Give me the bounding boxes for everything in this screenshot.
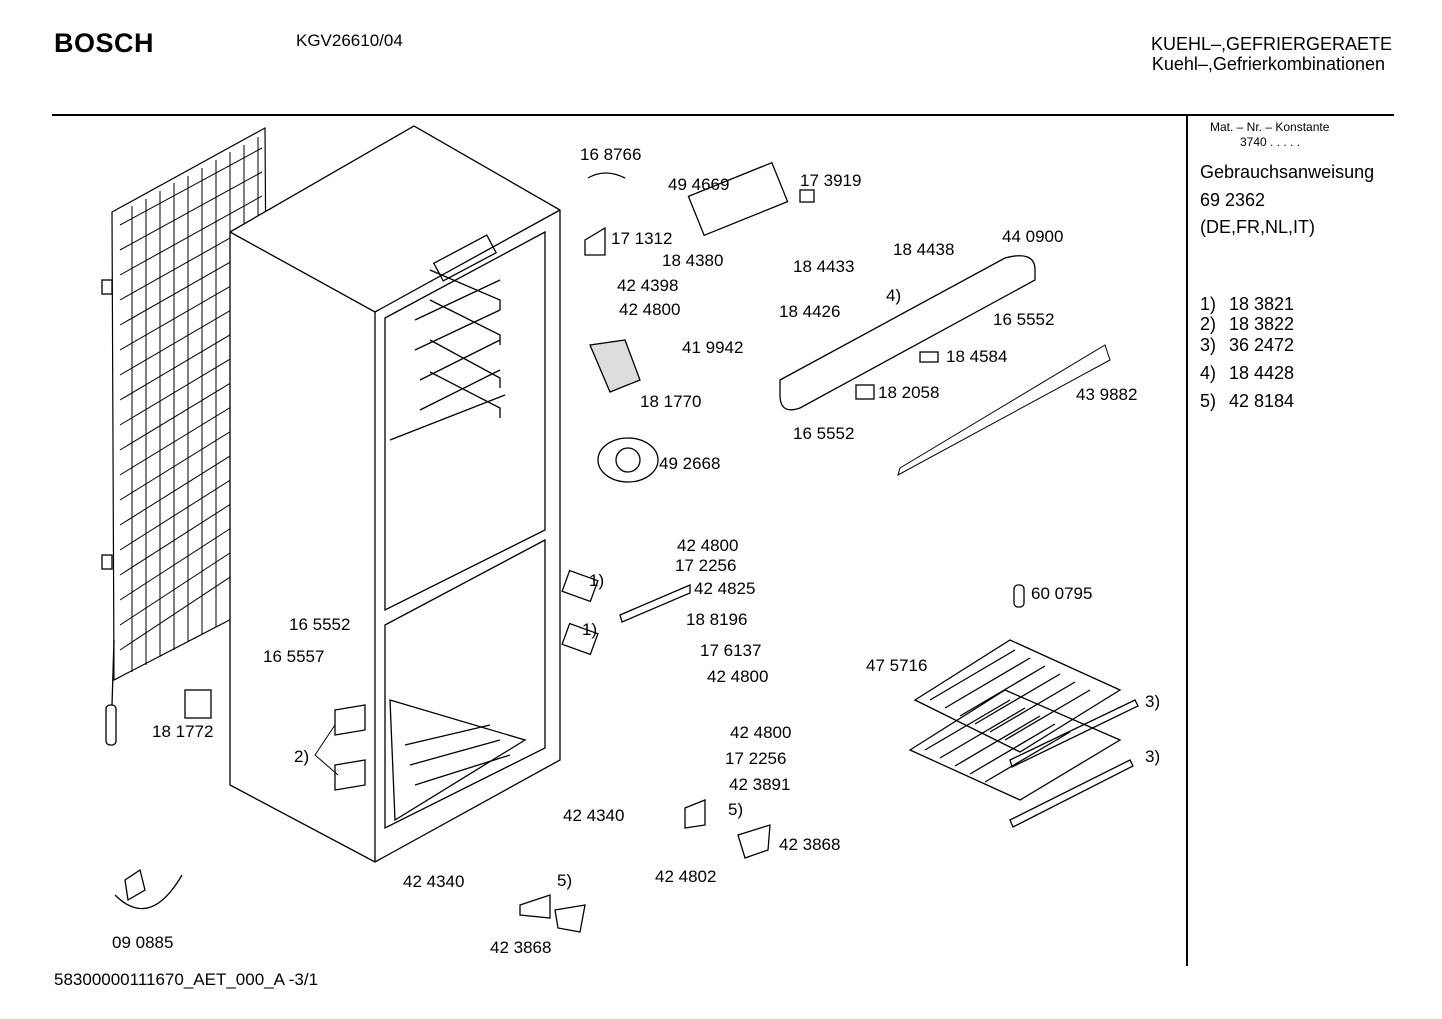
part-label: 3): [1145, 692, 1161, 711]
part-label: 18 4584: [946, 347, 1008, 366]
footnote-key: 3): [1200, 335, 1217, 355]
footnote-value: 18 3821: [1229, 294, 1295, 314]
evaporator-coils: [908, 584, 1139, 828]
hinge-parts: [114, 569, 771, 933]
part-label: 3): [1145, 747, 1161, 766]
part-label: 1): [589, 571, 605, 590]
part-label: 16 8766: [580, 145, 642, 164]
sidebar-divider: [1186, 116, 1188, 966]
footnote-key: 4): [1200, 363, 1217, 383]
footnote-value: 18 4428: [1229, 363, 1295, 383]
manual-title: Gebrauchsanweisung: [1200, 162, 1375, 182]
mat-number-header: Mat. – Nr. – Konstante: [1210, 120, 1330, 134]
part-label: 4): [886, 286, 902, 305]
part-label: 17 1312: [611, 229, 673, 248]
part-label: 17 6137: [700, 641, 762, 660]
part-label: 42 3891: [729, 775, 791, 794]
part-label: 18 4380: [662, 251, 724, 270]
mat-number-value: 3740 . . . . .: [1240, 135, 1301, 149]
part-label: 18 4433: [793, 257, 855, 276]
part-label: 18 1772: [152, 722, 214, 741]
footnote-value: 36 2472: [1229, 335, 1295, 355]
part-label: 5): [728, 800, 744, 819]
condenser-coil: [101, 126, 269, 746]
part-label: 18 2058: [878, 383, 940, 402]
footnote-value: 18 3822: [1229, 314, 1295, 334]
cabinet-body: [229, 125, 561, 863]
part-label: 42 4800: [730, 723, 792, 742]
control-panel: [584, 161, 1111, 483]
part-label: 17 2256: [725, 749, 787, 768]
part-label: 47 5716: [866, 656, 928, 675]
part-label: 44 0900: [1002, 227, 1064, 246]
part-label: 09 0885: [112, 933, 174, 952]
document-id: 58300000111670_AET_000_A -3/1: [54, 970, 319, 989]
part-label: 42 4800: [707, 667, 769, 686]
brand-logo: BOSCH: [54, 28, 155, 58]
part-label: 16 5557: [263, 647, 325, 666]
part-label: 1): [582, 620, 598, 639]
part-label: 18 1770: [640, 392, 702, 411]
part-label: 41 9942: [682, 338, 744, 357]
part-label: 42 4800: [619, 300, 681, 319]
category-subtitle: Kuehl–,Gefrierkombinationen: [1151, 54, 1385, 74]
part-label: 5): [557, 871, 573, 890]
part-label: 42 3868: [490, 938, 552, 957]
part-label: 18 4438: [893, 240, 955, 259]
part-label: 43 9882: [1076, 385, 1138, 404]
part-label: 16 5552: [793, 424, 855, 443]
manual-number: 69 2362: [1200, 190, 1266, 210]
manual-languages: (DE,FR,NL,IT): [1200, 217, 1315, 237]
category-title: KUEHL–,GEFRIERGERAETE: [1150, 34, 1392, 54]
part-label: 42 4825: [694, 579, 756, 598]
model-number: KGV26610/04: [296, 31, 403, 50]
header-divider: [52, 114, 1394, 116]
part-label: 42 3868: [779, 835, 841, 854]
footnote-key: 5): [1200, 391, 1217, 411]
part-label: 42 4340: [403, 872, 465, 891]
part-label: 18 4426: [779, 302, 841, 321]
part-label: 18 8196: [686, 610, 748, 629]
part-label: 42 4800: [677, 536, 739, 555]
footnote-key: 2): [1200, 314, 1217, 334]
footnote-value: 42 8184: [1229, 391, 1295, 411]
part-label: 42 4398: [617, 276, 679, 295]
part-label: 42 4802: [655, 867, 717, 886]
part-label: 17 3919: [800, 171, 862, 190]
part-label: 16 5552: [289, 615, 351, 634]
part-label: 60 0795: [1031, 584, 1093, 603]
part-label: 16 5552: [993, 310, 1055, 329]
part-label: 42 4340: [563, 806, 625, 825]
part-label: 49 2668: [659, 454, 721, 473]
part-label: 49 4669: [668, 175, 730, 194]
part-label: 2): [294, 747, 310, 766]
part-label: 17 2256: [675, 556, 737, 575]
footnote-key: 1): [1200, 294, 1217, 314]
